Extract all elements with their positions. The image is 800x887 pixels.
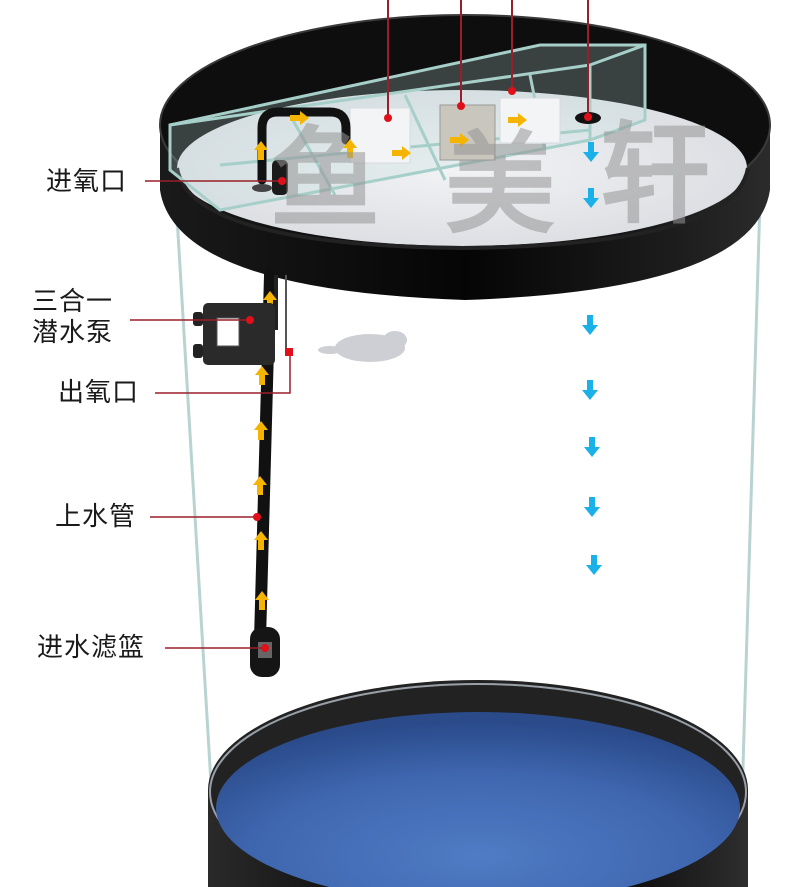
filter-tray-floor — [177, 90, 747, 246]
label-pump-line2: 潜水泵 — [32, 318, 114, 348]
left-callout-dots — [246, 177, 293, 652]
label-intake-strainer: 进水滤篮 — [37, 633, 146, 663]
top-callouts — [387, 0, 589, 118]
air-bubbles — [318, 331, 407, 362]
tank-base — [208, 680, 748, 887]
water-surface — [216, 712, 740, 887]
submersible-pump — [193, 303, 275, 365]
watermark-char-3: 轩 — [600, 110, 710, 239]
return-pipe — [252, 107, 351, 195]
glass-cylinder — [174, 199, 762, 801]
label-pump-line1: 三合一 — [32, 287, 114, 317]
left-callouts — [130, 180, 291, 649]
label-water-pipe: 上水管 — [55, 502, 137, 532]
label-air-inlet: 进氧口 — [46, 167, 128, 197]
watermark-char-1: 鱼 — [270, 115, 380, 244]
watermark-char-2: 美 — [445, 120, 555, 249]
top-callout-dots — [384, 87, 592, 122]
label-air-outlet: 出氧口 — [58, 378, 140, 408]
